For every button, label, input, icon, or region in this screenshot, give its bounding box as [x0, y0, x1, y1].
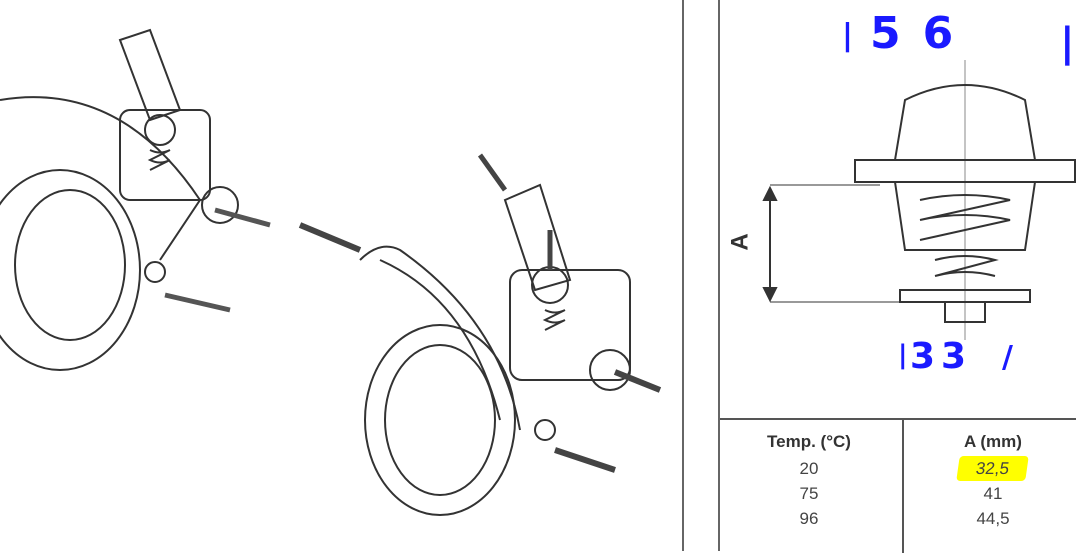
- handwritten-stroke: |: [1060, 20, 1075, 66]
- handwritten-stroke: |: [842, 18, 853, 53]
- water-pump-illustration: [0, 0, 684, 551]
- cell-a-row: 32,5: [904, 456, 1076, 481]
- temp-column: Temp. (°C) 20 75 96: [720, 420, 898, 553]
- handwritten-annotation-top: 56: [870, 8, 976, 59]
- handwritten-annotation-bottom: 33: [910, 336, 973, 377]
- header-a: A (mm): [964, 432, 1022, 451]
- cell-temp: 75: [799, 484, 819, 503]
- dimension-label-a: A: [726, 233, 754, 251]
- cell-a: 44,5: [976, 509, 1010, 528]
- cell-a: 41: [983, 484, 1003, 503]
- handwritten-stroke: |: [898, 340, 908, 370]
- cell-a-highlighted: 32,5: [956, 456, 1030, 481]
- cell-temp: 20: [799, 459, 819, 478]
- thermostat-drawing: [762, 60, 1076, 340]
- header-temp: Temp. (°C): [767, 432, 851, 451]
- water-pump-drawing: [0, 28, 662, 516]
- thermostat-panel: A 56 33 | | | / Temp. (°C) 20 75 96 A (m…: [718, 0, 1076, 553]
- cell-temp: 96: [799, 509, 819, 528]
- thermostat-opening-table: Temp. (°C) 20 75 96 A (mm) 32,5 41 44,5: [720, 418, 1076, 553]
- a-column: A (mm) 32,5 41 44,5: [902, 420, 1076, 553]
- handwritten-stroke: /: [1002, 340, 1013, 375]
